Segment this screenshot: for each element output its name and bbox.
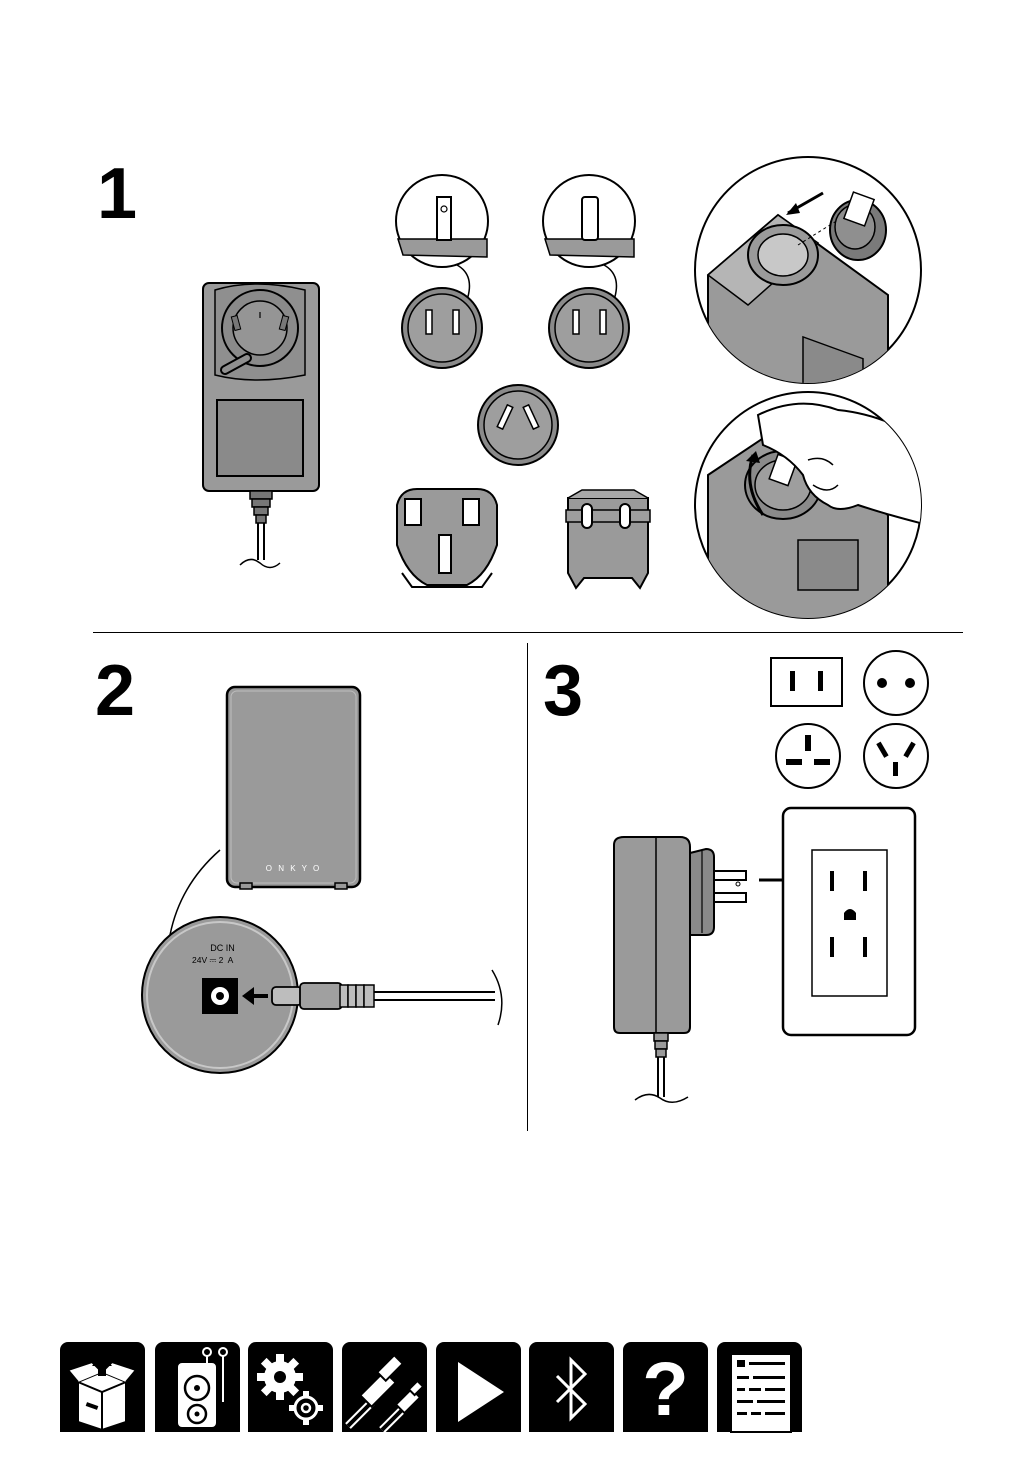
nav-usb-cable[interactable] [342,1342,427,1432]
attach-plug-illustration-top [688,155,928,395]
power-rating-label: 24V ⎓ 2 A [192,955,262,966]
help-question-icon: ? [623,1342,708,1432]
wall-adapter-plug [610,835,760,1105]
settings-gears-icon [248,1342,333,1432]
unpack-box-icon [60,1342,145,1432]
nav-bluetooth[interactable] [529,1342,614,1432]
document-list-icon [717,1342,802,1432]
step-3-number: 3 [543,655,583,727]
nav-document[interactable] [717,1342,802,1432]
usb-cable-icon [342,1342,427,1432]
outlet-type-uk [772,720,844,792]
au-plug-adapter [472,380,567,475]
us-plug-adapter-1 [395,175,505,375]
wall-outlet [780,805,920,1040]
us-plug-adapter-2 [542,175,652,375]
outlet-type-us [770,657,845,709]
bluetooth-icon [529,1342,614,1432]
section-divider-horizontal [93,632,963,633]
eu-plug-adapter [560,488,655,593]
step-2-number: 2 [95,655,135,727]
outlet-type-eu [860,650,932,722]
speaker-connection-icon [155,1342,240,1432]
nav-speaker-connection[interactable] [155,1342,240,1432]
dc-in-label: DC IN [200,943,245,953]
nav-settings[interactable] [248,1342,333,1432]
step-1-number: 1 [97,158,137,230]
section-divider-vertical [527,643,528,1131]
play-icon [436,1342,521,1432]
power-adapter-illustration [195,280,335,580]
nav-unpack-box[interactable] [60,1342,145,1432]
nav-help[interactable]: ? [623,1342,708,1432]
uk-plug-adapter [387,485,507,595]
attach-plug-illustration-bottom [688,385,928,625]
outlet-type-au [860,720,932,792]
nav-play[interactable] [436,1342,521,1432]
